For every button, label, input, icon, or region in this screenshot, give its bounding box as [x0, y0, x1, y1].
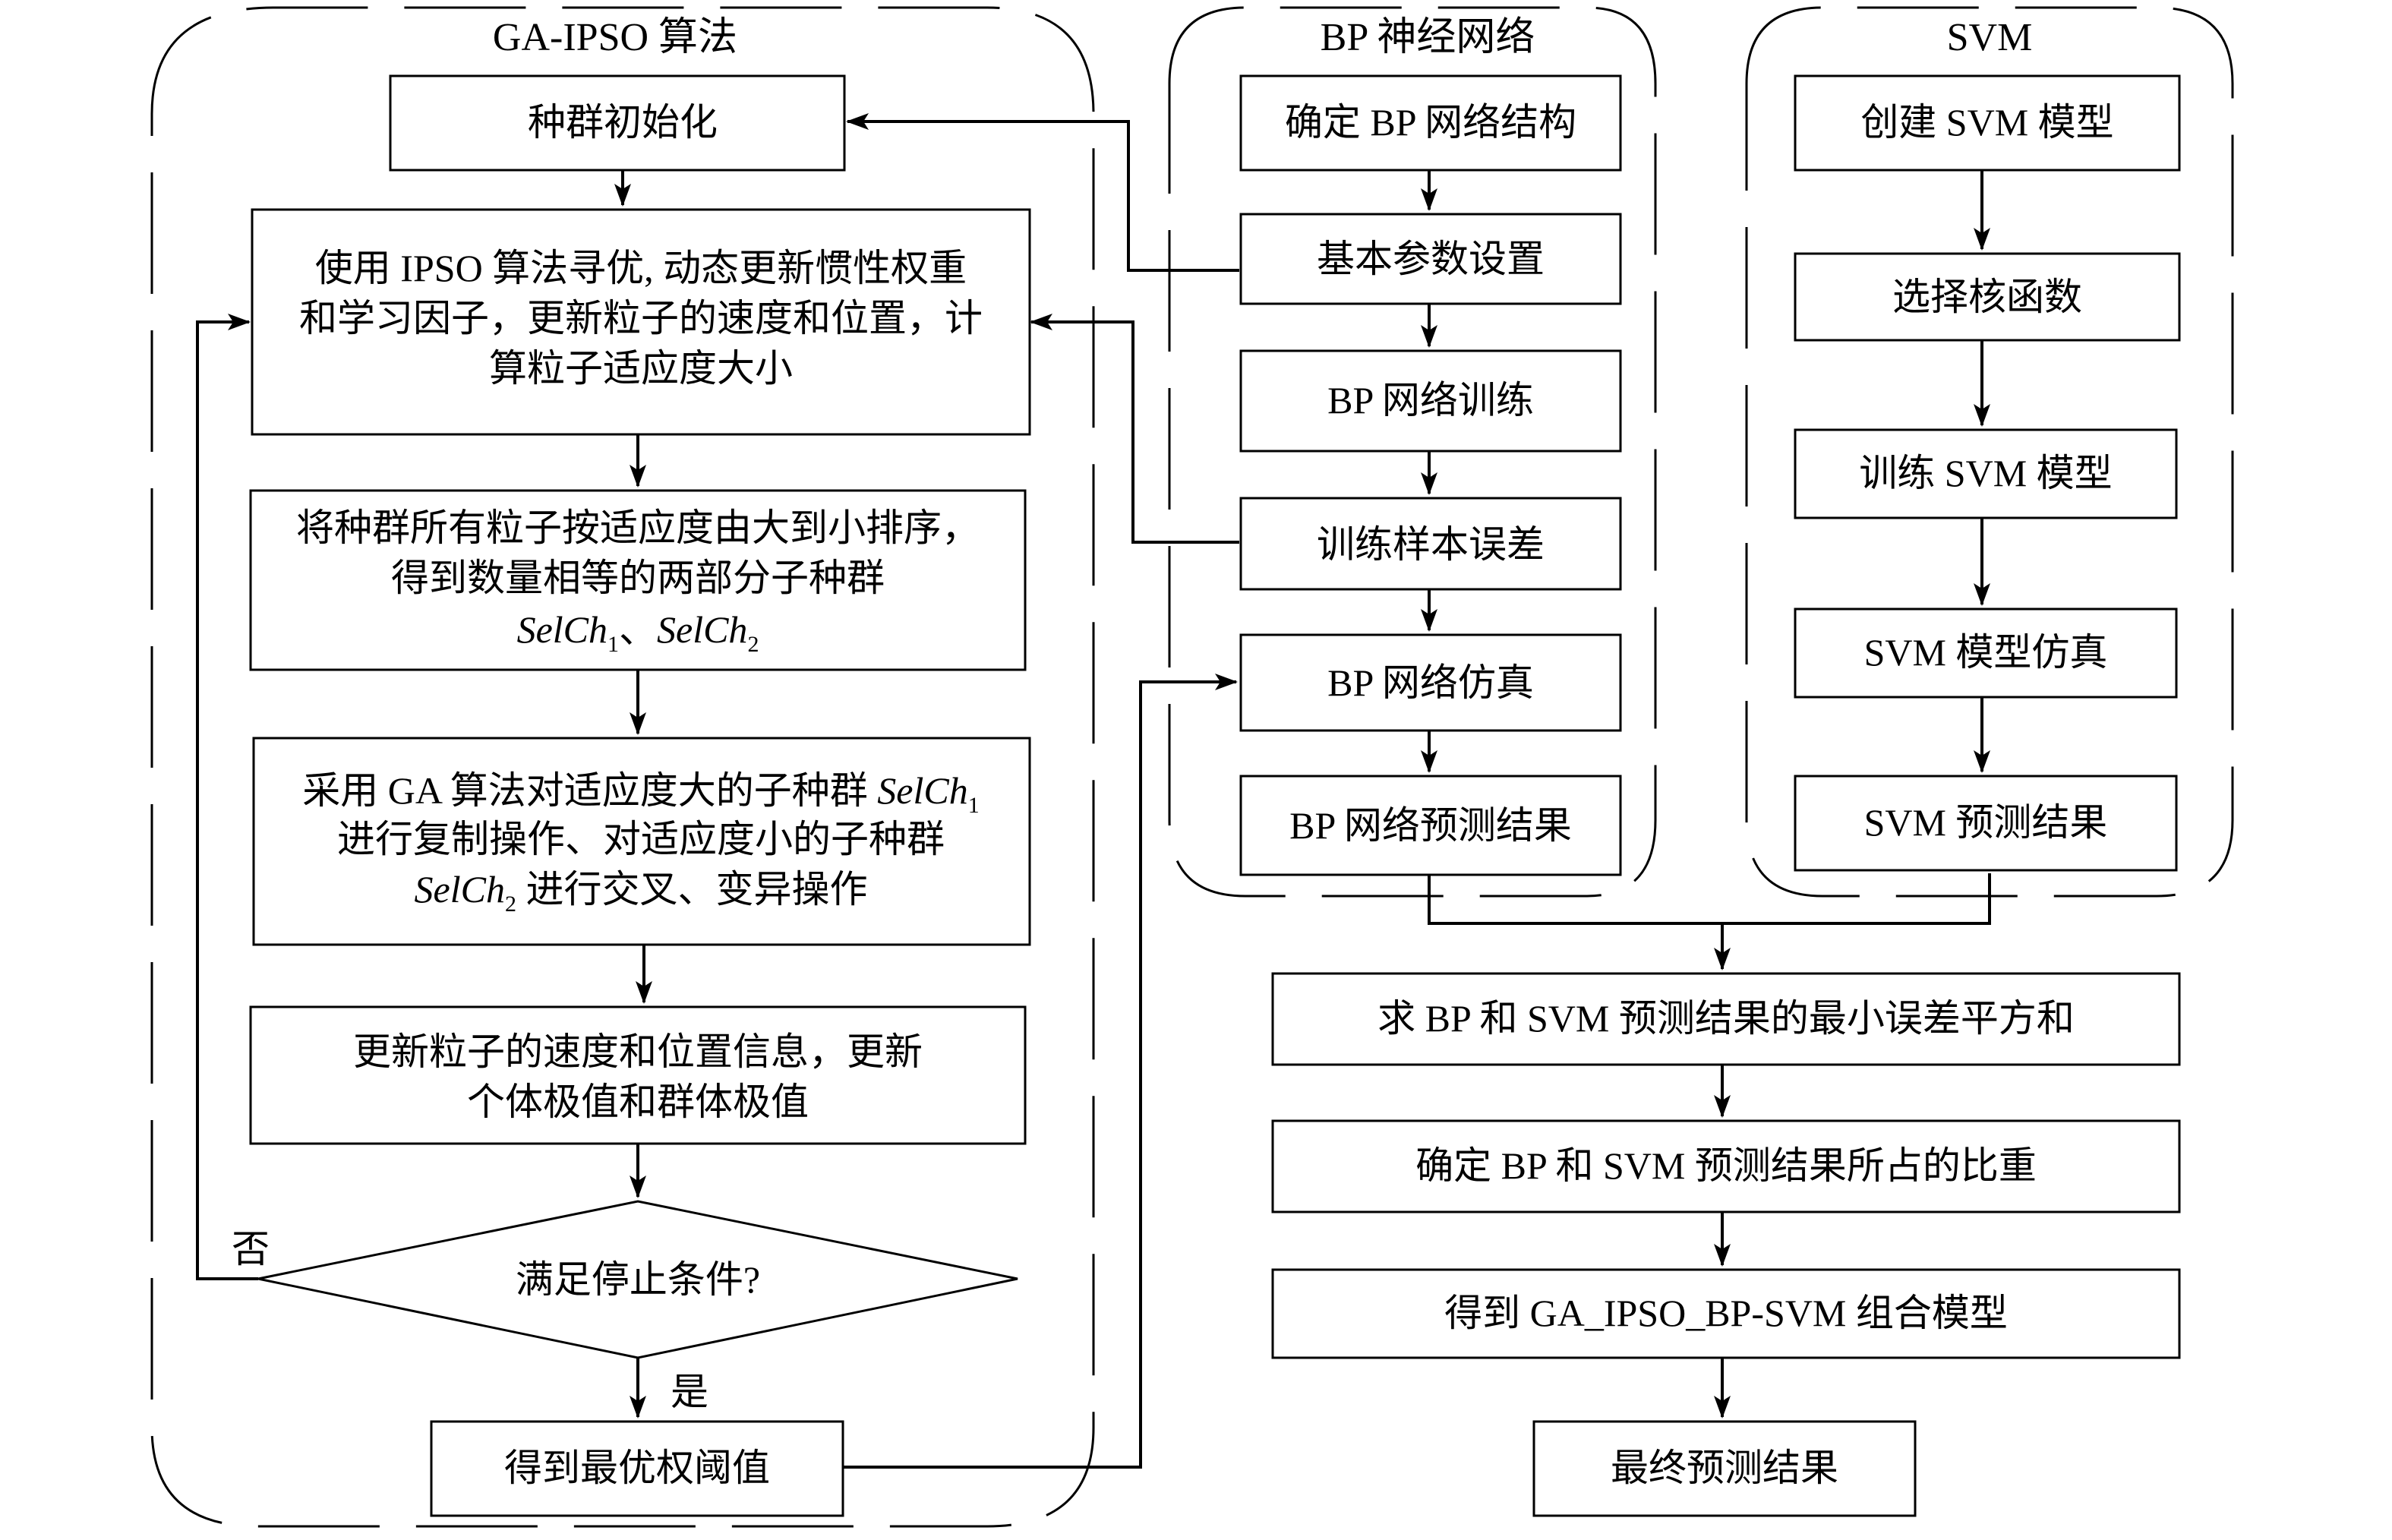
node-bp-train-label: BP 网络训练	[1327, 379, 1534, 421]
node-gaop-line1: 采用 GA 算法对适应度大的子种群 SelCh1	[302, 769, 979, 818]
node-bp-train	[1239, 349, 1622, 453]
node-sort-line1: 将种群所有粒子按适应度由大到小排序，	[296, 506, 980, 549]
node-svm-kernel	[1794, 252, 2181, 342]
bp-network-frame	[1168, 6, 1657, 898]
node-bp-error	[1239, 497, 1622, 591]
edge-merge	[1428, 873, 1991, 925]
svm-frame	[1745, 6, 2234, 898]
node-bp-simulate-label: BP 网络仿真	[1327, 661, 1534, 704]
node-population-init-label: 种群初始化	[528, 101, 718, 144]
node-gaop-line2: 进行复制操作、对适应度小的子种群	[337, 818, 945, 860]
node-weights-label: 确定 BP 和 SVM 预测结果所占的比重	[1415, 1144, 2037, 1187]
node-bp-structure	[1239, 74, 1622, 172]
edge-params-to-init	[846, 113, 1239, 272]
node-stop-condition	[257, 1200, 1018, 1359]
node-svm-create	[1794, 74, 2181, 172]
node-sort-line2: 得到数量相等的两部分子种群	[391, 557, 885, 599]
node-sort-split	[249, 489, 1027, 671]
node-svm-kernel-label: 选择核函数	[1892, 276, 2082, 318]
node-svm-train-label: 训练 SVM 模型	[1859, 452, 2112, 494]
node-svm-create-label: 创建 SVM 模型	[1860, 101, 2113, 144]
node-update-extrema	[249, 1005, 1027, 1145]
node-bp-params-label: 基本参数设置	[1317, 238, 1545, 280]
node-svm-predict	[1794, 775, 2178, 872]
node-ipso-line1: 使用 IPSO 算法寻优, 动态更新惯性权重	[315, 247, 967, 289]
node-gaop-line3: SelCh2 进行交叉、变异操作	[415, 868, 868, 917]
node-combined-model	[1271, 1268, 2181, 1359]
node-bp-predict-label: BP 网络预测结果	[1289, 804, 1572, 847]
node-population-init	[389, 74, 846, 172]
node-stop-condition-label: 满足停止条件?	[516, 1258, 760, 1301]
ga-ipso-frame	[150, 6, 1095, 1528]
node-update-line2: 个体极值和群体极值	[467, 1081, 809, 1123]
node-svm-simulate-label: SVM 模型仿真	[1864, 631, 2108, 674]
bp-network-title: BP 神经网络	[1321, 16, 1535, 59]
node-sort-line3: SelCh1、SelCh2	[517, 608, 759, 657]
node-final-result-label: 最终预测结果	[1611, 1447, 1838, 1489]
node-svm-simulate	[1794, 607, 2178, 699]
node-min-error	[1271, 972, 2181, 1066]
node-svm-train	[1794, 428, 2178, 519]
edge-no-loop	[196, 314, 258, 1280]
svm-title: SVM	[1947, 16, 2033, 59]
node-ga-operations	[252, 737, 1031, 946]
node-ipso-optimize	[251, 208, 1031, 436]
connectors	[196, 113, 1991, 1469]
label-no: 否	[232, 1228, 270, 1270]
node-ipso-line2: 和学习因子，更新粒子的速度和位置，计	[299, 297, 983, 339]
edge-best-to-bp-sim	[843, 674, 1238, 1469]
node-ipso-line3: 算粒子适应度大小	[489, 347, 793, 390]
node-final-result	[1532, 1420, 1917, 1517]
node-svm-predict-label: SVM 预测结果	[1864, 801, 2108, 844]
node-bp-params	[1239, 213, 1622, 305]
label-yes: 是	[671, 1371, 708, 1413]
node-min-error-label: 求 BP 和 SVM 预测结果的最小误差平方和	[1377, 997, 2075, 1040]
node-update-line1: 更新粒子的速度和位置信息，更新	[353, 1030, 923, 1073]
node-bp-simulate	[1239, 633, 1622, 732]
ga-ipso-title: GA-IPSO 算法	[493, 16, 737, 59]
node-bp-error-label: 训练样本误差	[1317, 523, 1545, 566]
node-best-weights-label: 得到最优权阈值	[504, 1447, 770, 1489]
node-bp-structure-label: 确定 BP 网络结构	[1285, 101, 1576, 144]
node-combined-model-label: 得到 GA_IPSO_BP-SVM 组合模型	[1444, 1292, 2008, 1334]
node-bp-predict	[1239, 775, 1622, 876]
node-weights	[1271, 1119, 2181, 1213]
edge-error-to-ipso	[1030, 314, 1239, 544]
node-best-weights	[430, 1420, 844, 1517]
